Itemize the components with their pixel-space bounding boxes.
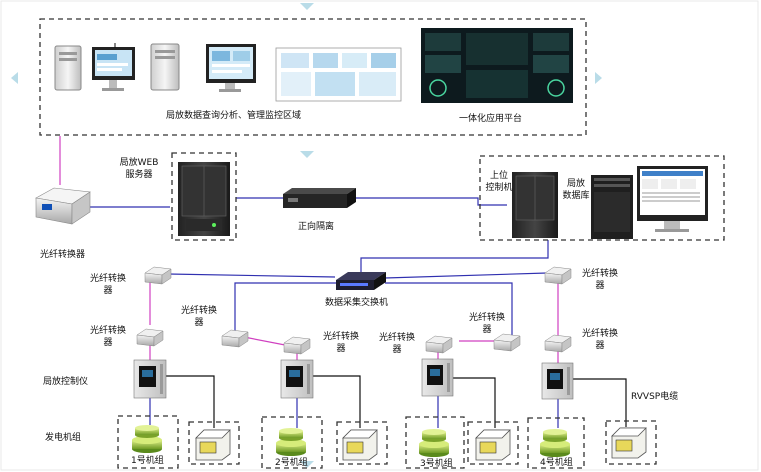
dashed-groups [39, 18, 725, 469]
sensors [195, 427, 647, 461]
generator-icon [419, 429, 449, 457]
fiber-converter-icon [544, 266, 572, 285]
fiber-converter-icon [144, 266, 172, 285]
unit-label: 2号机组 [275, 458, 308, 468]
converter-label-line1: 光纤转换 [322, 332, 359, 342]
sensor-box-icon [195, 429, 231, 461]
host-label: 上位 控制机 [482, 170, 516, 194]
converter-label: 光纤转换 器 [82, 325, 134, 349]
connections [59, 136, 627, 428]
sensor-box-icon [611, 427, 647, 459]
unit-label: 3号机组 [420, 459, 453, 469]
switch-label: 数据采集交换机 [325, 298, 389, 308]
monitoring-area-label: 局放数据查询分析、管理监控区域 [166, 111, 302, 121]
canvas-markers [11, 3, 602, 468]
converter-label-line1: 光纤转换 [89, 326, 126, 336]
pd-controllers [133, 358, 574, 400]
fiber-converter-icon [221, 329, 249, 348]
converter-label: 光纤转换 器 [173, 305, 225, 329]
platform-screenshot-icon [421, 28, 573, 103]
dashboard-screenshot-icon [275, 47, 402, 102]
platform-label: 一体化应用平台 [459, 114, 523, 124]
converter-label-line1: 光纤转换 [89, 274, 126, 284]
unit-label: 4号机组 [540, 458, 573, 468]
isolation-device-icon [283, 188, 356, 208]
converter-label-line2: 器 [595, 341, 605, 351]
sensor-box-icon [475, 429, 511, 461]
fiber-converter-icon [35, 187, 91, 225]
generator-icon [540, 429, 570, 457]
pc-tower-icon [54, 45, 82, 91]
cable-label: RVVSP电缆 [631, 392, 679, 402]
sensor-box-icon [342, 429, 378, 461]
converter-label-line2: 器 [392, 345, 402, 355]
converter-label-line2: 器 [103, 338, 113, 348]
host-label-line2: 控制机 [485, 183, 513, 193]
web-server-label-line1: 局放WEB [119, 158, 159, 168]
generator-icon [276, 428, 306, 456]
monitor-icon [92, 43, 135, 91]
pd-controller-icon [133, 359, 167, 399]
converter-label-line1: 光纤转换 [581, 329, 618, 339]
converter-label: 光纤转换 器 [371, 332, 423, 356]
converter-label-line1: 光纤转换 [180, 306, 217, 316]
generator-row-label: 发电机组 [45, 433, 82, 443]
converter-label: 光纤转换 器 [574, 328, 626, 352]
web-server-label: 局放WEB 服务器 [112, 157, 166, 181]
isolation-label: 正向隔离 [298, 222, 335, 232]
converter-label-line2: 器 [482, 325, 492, 335]
generator-icon [132, 425, 162, 453]
data-switch-icon [336, 272, 386, 290]
workstation-monitor-icon [637, 166, 708, 232]
pd-controller-icon [541, 362, 574, 400]
converter-label: 光纤转换 器 [82, 273, 134, 297]
controller-row-label: 局放控制仪 [43, 377, 89, 387]
top-converter-label: 光纤转换器 [40, 250, 86, 260]
fiber-converter-icon [283, 336, 311, 355]
converter-label-line2: 器 [103, 286, 113, 296]
web-server-label-line2: 服务器 [125, 170, 153, 180]
unit-label: 1号机组 [131, 456, 164, 466]
converter-label-line1: 光纤转换 [581, 269, 618, 279]
converter-label-line1: 光纤转换 [468, 313, 505, 323]
generators [132, 425, 570, 457]
fiber-converter-icon [136, 328, 164, 347]
fiber-converter-icon [544, 334, 572, 353]
converter-label-line1: 光纤转换 [378, 333, 415, 343]
converter-label-line2: 器 [336, 344, 346, 354]
fiber-converters [136, 266, 572, 355]
web-server-cabinet-icon [178, 162, 230, 236]
host-cabinet-icon [512, 172, 558, 238]
pc-tower-icon [150, 43, 180, 91]
converter-label-line2: 器 [595, 281, 605, 291]
converter-label: 光纤转换 器 [461, 312, 513, 336]
monitor-icon [206, 44, 256, 92]
db-label-line1: 局放 [566, 179, 585, 189]
host-label-line1: 上位 [489, 171, 508, 181]
pd-controller-icon [280, 359, 314, 399]
converter-label: 光纤转换 器 [315, 331, 367, 355]
db-label: 局放 数据库 [560, 178, 592, 202]
fiber-converter-icon [425, 335, 453, 354]
converter-label-line2: 器 [194, 318, 204, 328]
pd-controller-icon [421, 358, 454, 397]
fiber-converter-icon [493, 333, 521, 352]
converter-label: 光纤转换 器 [574, 268, 626, 292]
database-server-icon [591, 175, 633, 239]
db-label-line2: 数据库 [562, 191, 590, 201]
